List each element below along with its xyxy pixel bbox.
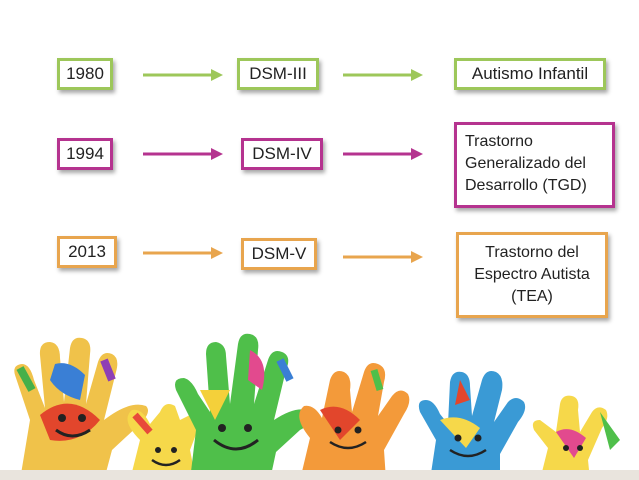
year-1980-box: 1980 [57, 58, 113, 90]
painted-hand-icon [418, 371, 526, 480]
result-label: Trastorno del Espectro Autista (TEA) [474, 244, 590, 305]
painted-hands-illustration [0, 333, 639, 480]
dsm-v-box: DSM-V [241, 238, 317, 270]
year-label: 1980 [66, 64, 104, 83]
manual-label: DSM-IV [252, 144, 312, 163]
arrow-right-icon [143, 69, 223, 81]
tgd-box: Trastorno Generalizado del Desarrollo (T… [454, 122, 615, 208]
arrow-right-icon [343, 148, 423, 160]
manual-label: DSM-V [251, 244, 307, 263]
year-2013-box: 2013 [57, 236, 117, 268]
painted-hand-icon [14, 337, 148, 480]
painted-hand-icon [175, 333, 313, 480]
tea-box: Trastorno del Espectro Autista (TEA) [456, 232, 608, 318]
result-label: Autismo Infantil [471, 64, 589, 83]
arrow-right-icon [343, 251, 423, 263]
arrow-right-icon [143, 148, 223, 160]
result-label: Trastorno Generalizado del Desarrollo (T… [465, 133, 587, 194]
dsm-iii-box: DSM-III [237, 58, 319, 90]
painted-hand-icon [127, 404, 200, 480]
painted-hand-icon [299, 363, 410, 480]
arrow-right-icon [343, 69, 423, 81]
dsm-iv-box: DSM-IV [241, 138, 323, 170]
autismo-infantil-box: Autismo Infantil [454, 58, 606, 90]
painted-hand-icon [532, 395, 620, 480]
arrow-right-icon [143, 247, 223, 259]
year-label: 2013 [68, 242, 106, 261]
year-label: 1994 [66, 144, 104, 163]
manual-label: DSM-III [249, 64, 307, 83]
year-1994-box: 1994 [57, 138, 113, 170]
